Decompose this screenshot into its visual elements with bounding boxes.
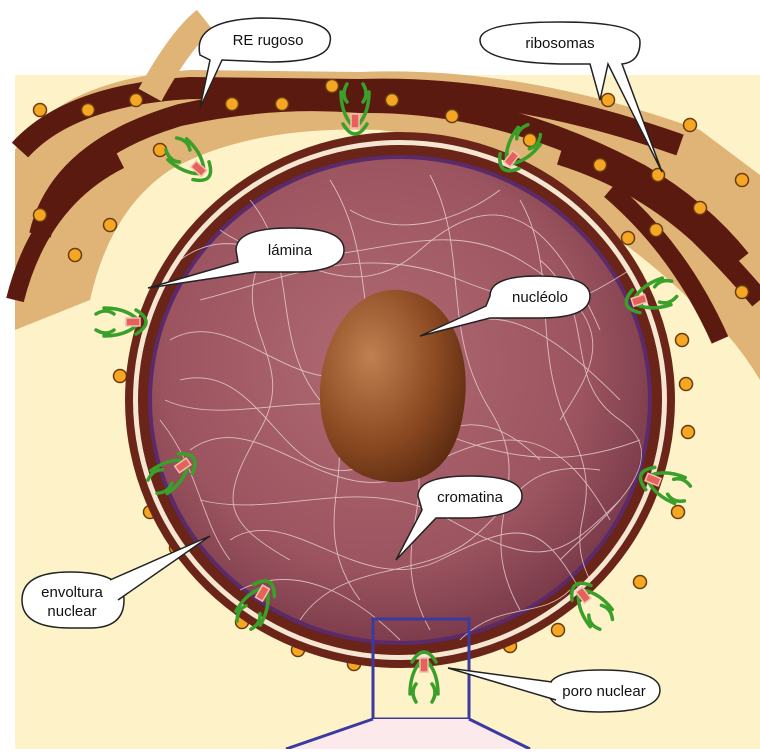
label-lamina: lámina xyxy=(268,242,313,259)
label-nucleolo: nucléolo xyxy=(512,289,568,306)
label-re-rugoso: RE rugoso xyxy=(233,32,304,49)
label-ribosomas: ribosomas xyxy=(525,35,594,52)
label-poro-nuclear: poro nuclear xyxy=(562,683,645,700)
label-envoltura-line2: nuclear xyxy=(47,603,96,620)
label-envoltura-line1: envoltura xyxy=(41,584,103,601)
label-cromatina: cromatina xyxy=(437,489,504,506)
